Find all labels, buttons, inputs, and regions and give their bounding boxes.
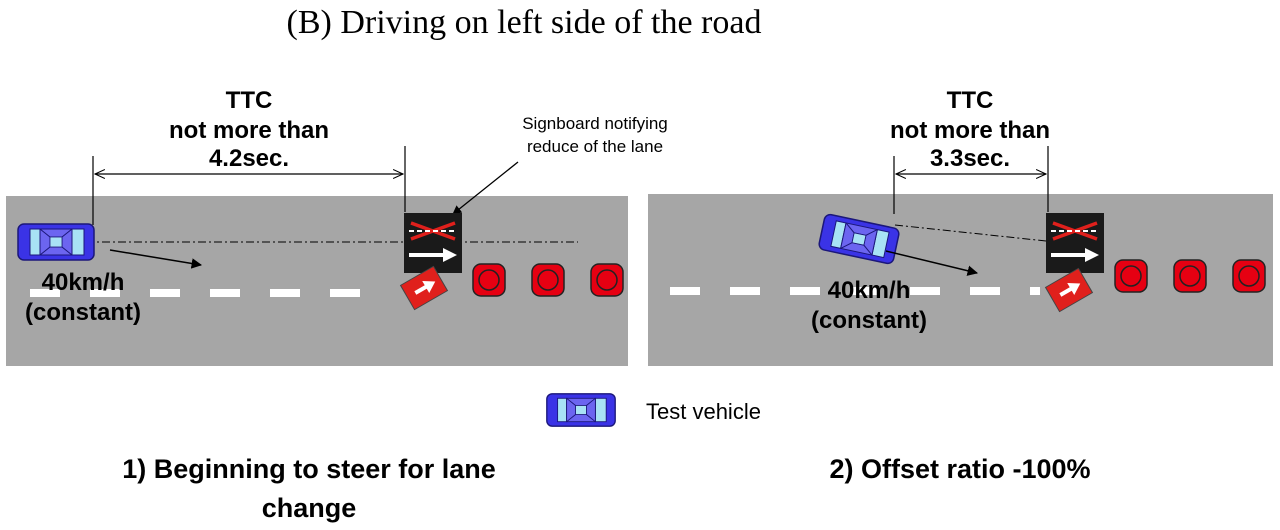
steer-arrow-2: [885, 250, 979, 276]
ttc-label-2: TTC: [947, 87, 994, 114]
panel-1: TTC not more than 4.2sec. Signboard noti…: [6, 87, 668, 366]
speed-1: 40km/h: [42, 269, 125, 296]
cone-2a: [1114, 259, 1148, 293]
steer-arrow-1: [109, 249, 203, 269]
caption-1-line1: 1) Beginning to steer for lane: [122, 454, 496, 484]
panel-2: TTC not more than 3.3sec. 40km/h (consta…: [648, 87, 1273, 366]
signboard-note-line2: reduce of the lane: [527, 137, 663, 156]
legend-vehicle-icon: [546, 393, 616, 427]
road-1: [6, 196, 628, 366]
ttc-value-1: 4.2sec.: [209, 145, 289, 172]
road-2: [648, 194, 1273, 366]
cone-1b: [531, 263, 565, 297]
ttc-value-2: 3.3sec.: [930, 145, 1010, 172]
lane-reduction-sign-1: [402, 211, 464, 275]
cone-1a: [472, 263, 506, 297]
cone-2c: [1232, 259, 1266, 293]
ttc-line2-2: not more than: [890, 117, 1050, 144]
ttc-label-1: TTC: [226, 87, 273, 114]
speed-note-2: (constant): [811, 307, 927, 334]
caption-1-line2: change: [262, 493, 357, 523]
cone-2b: [1173, 259, 1207, 293]
signboard-pointer-arrow: [452, 161, 519, 215]
lane-reduction-sign-2: [1044, 211, 1106, 275]
signboard-note-line1: Signboard notifying: [522, 114, 668, 133]
cone-1c: [590, 263, 624, 297]
test-vehicle-1: [17, 223, 95, 261]
diagram-title: (B) Driving on left side of the road: [287, 4, 762, 41]
legend-label: Test vehicle: [646, 399, 761, 424]
speed-note-1: (constant): [25, 299, 141, 326]
speed-2: 40km/h: [828, 277, 911, 304]
ttc-line2-1: not more than: [169, 117, 329, 144]
path-line-2: [894, 224, 1047, 242]
legend: Test vehicle: [546, 393, 761, 427]
caption-2-line1: 2) Offset ratio -100%: [829, 454, 1090, 484]
